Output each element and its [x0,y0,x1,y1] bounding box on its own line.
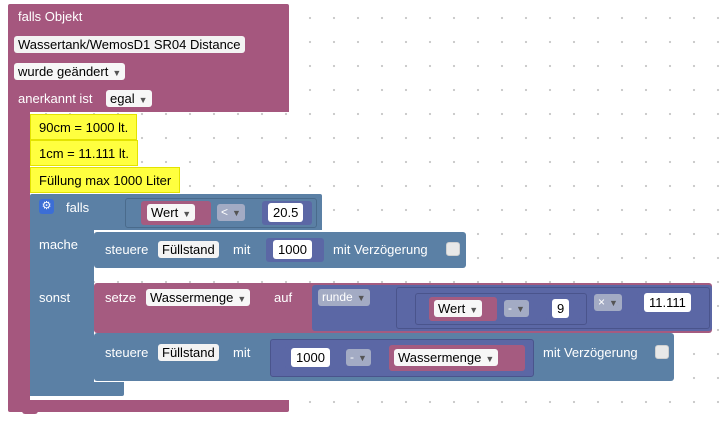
trigger-header: falls Objekt [18,9,83,24]
chevron-down-icon: ▼ [356,293,366,303]
ack-value: egal [110,91,135,106]
trigger-block-tab [22,410,38,414]
control2-delay-checkbox[interactable] [655,345,669,359]
control2-delay-label: mit Verzögerung [543,345,638,360]
control2-var-dropdown[interactable]: Wassermenge▼ [394,349,499,366]
control2-op: - [350,350,354,364]
chevron-down-icon: ▼ [182,209,192,219]
chevron-down-icon: ▼ [138,95,148,105]
comment-block-3[interactable]: Füllung max 1000 Liter [30,167,181,193]
ack-dropdown[interactable]: egal▼ [106,90,152,107]
trigger-block-footer [8,400,289,412]
chevron-down-icon: ▼ [237,294,247,304]
condition-var-dropdown[interactable]: Wert▼ [147,204,196,221]
ack-label: anerkannt ist [18,91,93,106]
set-to-label: auf [274,290,293,305]
control1-value[interactable]: 1000 [273,240,312,259]
times-value[interactable]: 11.111 [644,293,691,312]
chevron-down-icon: ▼ [469,305,479,315]
condition-value[interactable]: 20.5 [268,203,304,222]
minus-op: - [508,301,512,315]
else-label: sonst [39,290,71,305]
control1-label: steuere [105,242,149,257]
chevron-down-icon: ▼ [232,208,241,218]
if-block-spine [30,228,94,396]
minus-var: Wert [438,301,466,316]
control2-label: steuere [105,345,149,360]
times-op: × [598,295,606,309]
condition-op: < [221,205,229,219]
control1-with: mit [233,242,251,257]
trigger-block-spine [8,110,30,402]
chevron-down-icon: ▼ [485,354,495,364]
round-dropdown[interactable]: runde▼ [318,289,370,306]
if-label: falls [66,200,90,215]
minus-value[interactable]: 9 [552,299,570,318]
control2-value[interactable]: 1000 [291,348,330,367]
change-label: wurde geändert [18,64,109,79]
change-dropdown[interactable]: wurde geändert▼ [14,63,126,80]
control1-delay-label: mit Verzögerung [333,242,428,257]
if-block-footer [30,382,124,396]
condition-op-dropdown[interactable]: <▼ [217,204,245,221]
chevron-down-icon: ▼ [609,298,618,308]
times-op-dropdown[interactable]: ×▼ [594,294,622,311]
chevron-down-icon: ▼ [112,68,122,78]
control2-with: mit [233,345,251,360]
comment-block-1[interactable]: 90cm = 1000 lt. [30,114,138,140]
minus-var-dropdown[interactable]: Wert▼ [434,300,483,317]
set-label: setze [105,290,137,305]
control2-var: Wassermenge [398,350,482,365]
condition-var: Wert [151,205,179,220]
control2-op-dropdown[interactable]: -▼ [346,349,371,366]
set-var-dropdown[interactable]: Wassermenge▼ [146,289,251,306]
set-var: Wassermenge [150,290,234,305]
control1-target[interactable]: Füllstand [158,241,219,258]
round-label: runde [322,290,353,304]
gear-icon[interactable]: ⚙ [39,199,54,214]
comment-block-2[interactable]: 1cm = 11.111 lt. [30,140,138,166]
object-id-field[interactable]: Wassertank/WemosD1 SR04 Distance [14,36,245,53]
control1-delay-checkbox[interactable] [446,242,460,256]
chevron-down-icon: ▼ [516,304,525,314]
do-label: mache [39,237,79,252]
chevron-down-icon: ▼ [358,353,367,363]
minus-op-dropdown[interactable]: -▼ [504,300,529,317]
control2-target[interactable]: Füllstand [158,344,219,361]
